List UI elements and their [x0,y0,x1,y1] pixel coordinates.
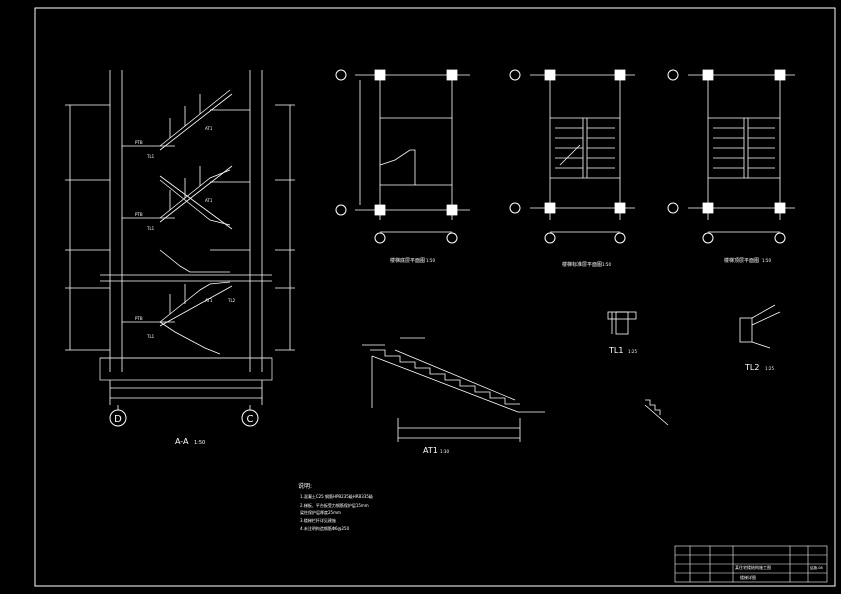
tl2-scale: 1:25 [765,366,774,371]
flight-label: AT1 [205,198,213,203]
beam-label: TL1 [146,154,155,159]
note-line: 1.混凝土C25 钢筋HPB235级HRB335级 [300,493,373,499]
plan-top-floor [688,69,795,233]
landing-label: PTB [135,140,143,145]
note-line: 梁柱保护层厚度25mm [300,509,341,515]
plan2-scale: 1:50 [602,262,611,267]
notes-heading: 说明: [298,482,312,490]
plan-typical-floor [530,69,635,233]
beam-label: TL1 [146,334,155,339]
tl1-scale: 1:25 [628,349,637,354]
axis-label-d: D [114,414,122,425]
note-line: 3.楼梯栏杆详见建施 [300,517,336,523]
plan3-scale: 1:50 [762,258,771,263]
tl2-title: TL2 [744,363,759,372]
title-block-sheet-no: 结施-08 [810,565,823,570]
at1-scale: 1:30 [440,449,449,454]
beam-section-tl1 [607,311,637,335]
section-axis-bubbles: D C [109,409,259,427]
section-view [65,70,295,410]
note-line: 2.梯板、平台板受力钢筋保护层15mm [300,502,369,508]
axis-label-c: C [247,414,254,425]
title-block [674,545,828,583]
beam-label: TL2 [227,298,236,303]
plan3-title: 楼梯顶层平面图 [724,257,759,264]
note-line: 4.未注明构造钢筋Φ6@250 [300,525,350,531]
plan2-grid-bubbles [509,69,626,244]
plan-ground-floor [355,69,470,233]
section-title: A-A [175,437,189,446]
section-scale: 1:50 [194,440,205,446]
plan1-grid-bubbles [335,69,458,244]
landing-label: PTB [135,316,143,321]
beam-section-tl2 [739,304,781,349]
sheet-border [34,7,836,587]
flight-label: AT1 [205,298,213,303]
title-block-drawing-name: 楼梯详图 [740,574,756,580]
plan3-grid-bubbles [667,69,786,244]
flight-label: AT1 [205,126,213,131]
plan1-title: 楼梯底层平面图 [390,257,425,264]
plan1-scale: 1:50 [426,258,435,263]
section-annotations: PTB PTB PTB AT1 AT1 AT1 TL1 TL1 TL2 TL1 [135,126,236,339]
at1-title: AT1 [423,446,438,455]
landing-label: PTB [135,212,143,217]
step-detail [644,399,669,426]
title-block-project: 某住宅楼结构施工图 [735,564,771,570]
beam-label: TL1 [146,226,155,231]
stair-detail-at1 [362,337,545,442]
plan2-title: 楼梯标准层平面图 [562,261,602,268]
tl1-title: TL1 [608,346,623,355]
